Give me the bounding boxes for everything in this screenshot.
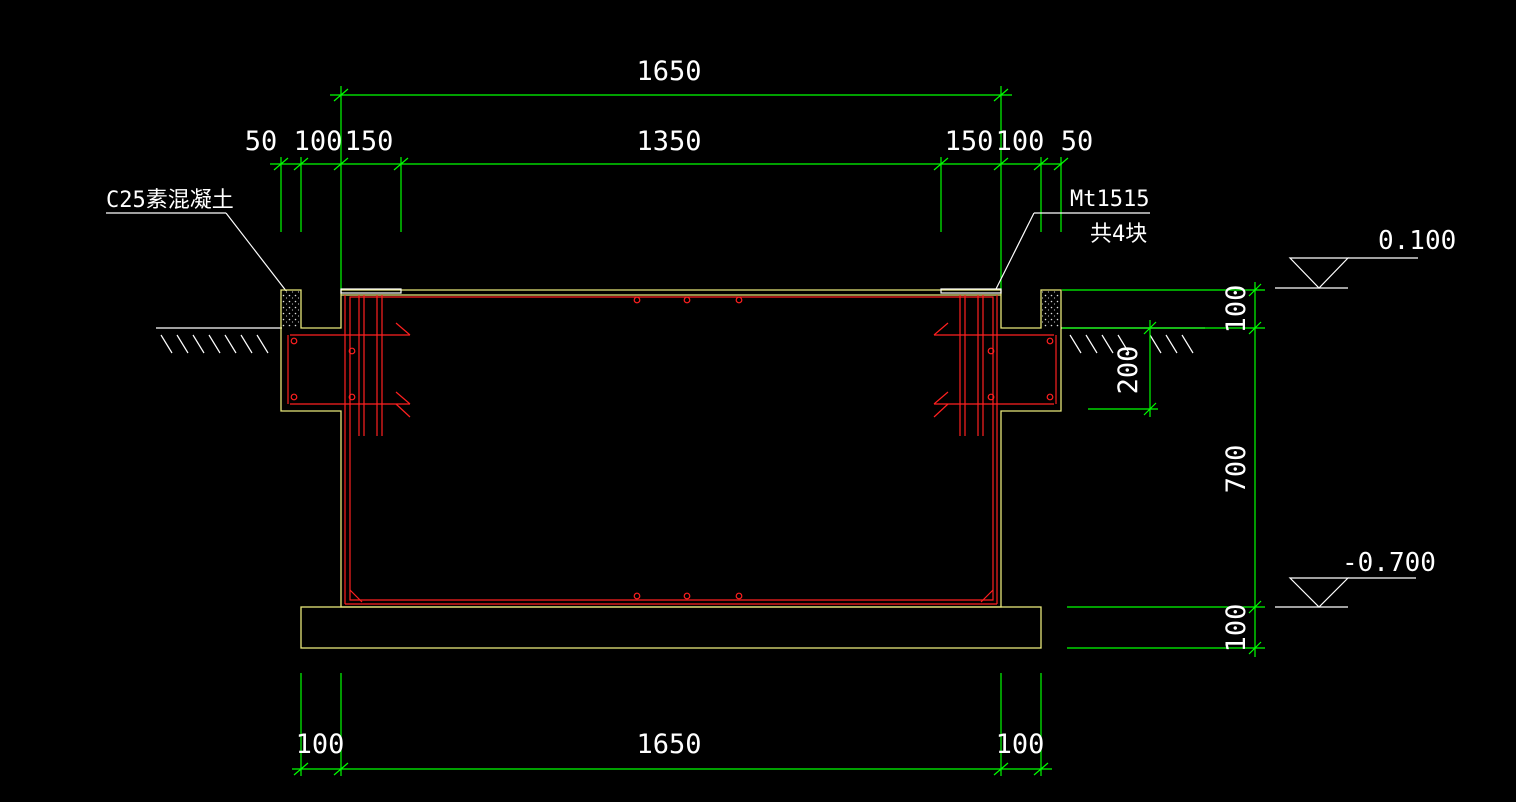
label-left-leader: C25素混凝土 xyxy=(106,188,298,306)
label-left-text: C25素混凝土 xyxy=(106,188,234,213)
dim-top-overall: 1650 xyxy=(330,56,1012,290)
dim-right-vertical: 100 700 100 xyxy=(1062,282,1265,657)
dim-inner-200-text: 200 xyxy=(1113,346,1144,395)
plain-concrete-left xyxy=(282,291,300,327)
elevation-top-text: 0.100 xyxy=(1378,226,1456,256)
elevation-bottom-text: -0.700 xyxy=(1342,548,1436,578)
dim-top-segments: 50 100 150 1350 150 100 50 xyxy=(245,126,1094,232)
dim-right-100-top: 100 xyxy=(1221,285,1252,334)
concrete-outline xyxy=(280,288,1062,649)
dim-seg-2: 100 xyxy=(294,126,343,157)
dim-bottom-middle: 1650 xyxy=(636,729,701,760)
dim-bottom-left: 100 xyxy=(296,729,345,760)
dim-top-overall-text: 1650 xyxy=(636,56,701,87)
dim-right-100-bottom: 100 xyxy=(1221,604,1252,653)
rebar xyxy=(287,295,1057,605)
dim-inner-200: 200 xyxy=(1088,320,1158,417)
elevation-bottom: -0.700 xyxy=(1275,548,1436,608)
dim-seg-1: 50 xyxy=(245,126,278,157)
dim-bottom-right: 100 xyxy=(996,729,1045,760)
dim-seg-4: 1350 xyxy=(636,126,701,157)
label-right-line1: Mt1515 xyxy=(1070,187,1149,212)
dim-bottom: 100 1650 100 xyxy=(292,673,1052,776)
label-right-leader: Mt1515 共4块 xyxy=(995,187,1150,290)
dim-seg-6: 100 xyxy=(996,126,1045,157)
plain-concrete-right xyxy=(1042,291,1060,327)
ground-hatch xyxy=(156,327,1205,354)
elevation-top: 0.100 xyxy=(1275,226,1456,289)
dim-seg-7: 50 xyxy=(1061,126,1094,157)
dim-right-700: 700 xyxy=(1221,445,1252,494)
label-right-line2: 共4块 xyxy=(1090,222,1147,247)
dim-seg-5: 150 xyxy=(945,126,994,157)
dim-seg-3: 150 xyxy=(345,126,394,157)
